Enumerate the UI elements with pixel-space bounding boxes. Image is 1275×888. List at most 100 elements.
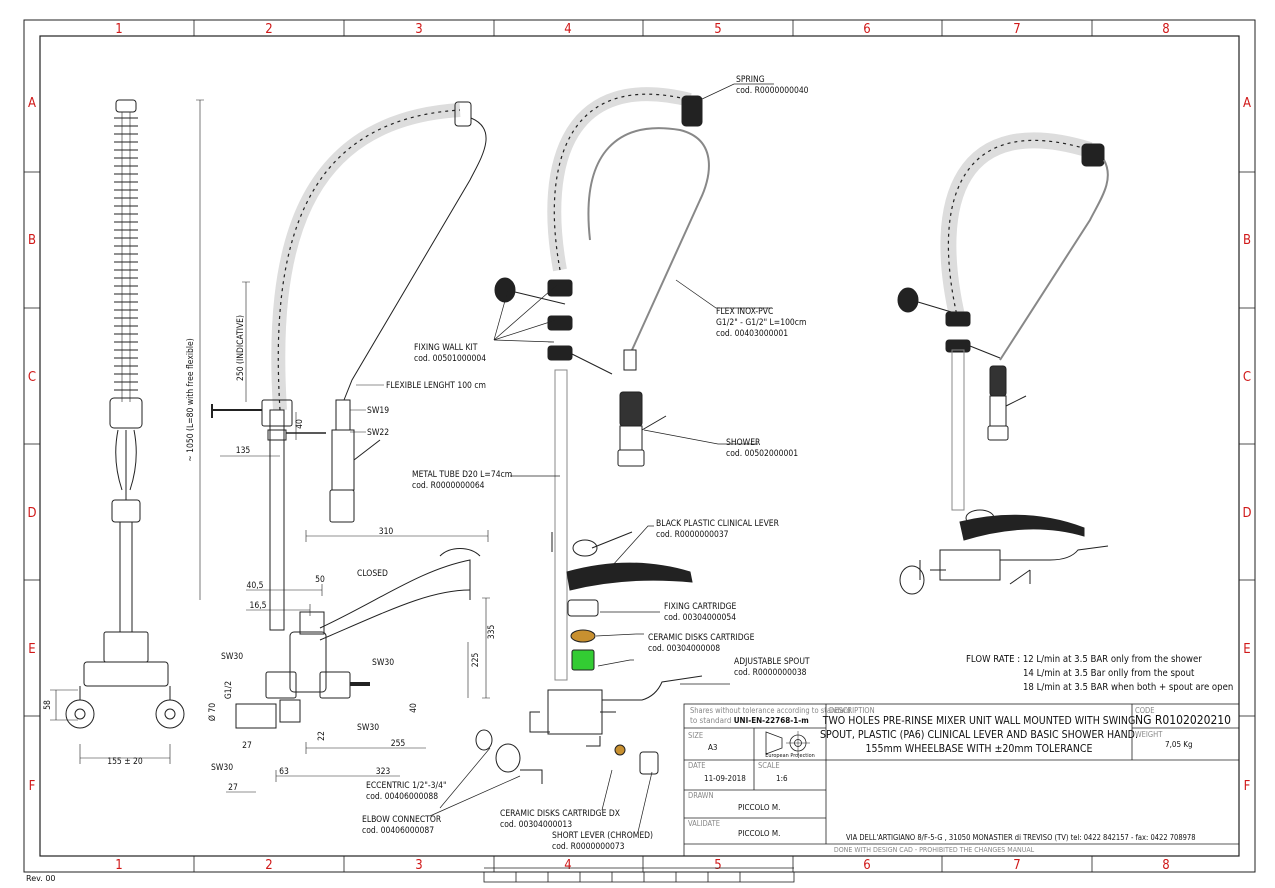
zone-row-a: A <box>28 96 36 111</box>
dim-side-height: 58 <box>43 700 53 710</box>
dim-d70: Ø 70 <box>207 703 218 721</box>
dim-335: 335 <box>487 625 497 640</box>
dim-50: 50 <box>315 575 325 585</box>
description-line-2: SPOUT, PLASTIC (PA6) CLINICAL LEVER AND … <box>820 729 1138 741</box>
dim-g12: G1/2 <box>224 681 234 699</box>
isometric-view-drawing <box>897 132 1109 595</box>
callout-eccentric-code: cod. 00406000088 <box>366 792 438 802</box>
callout-fixing-cartridge-code: cod. 00304000054 <box>664 613 736 623</box>
label-sw30-d: SW30 <box>211 763 233 773</box>
flow-rate-line-3: 18 L/min at 3.5 BAR when both + spout ar… <box>1023 682 1233 693</box>
zone-grid <box>24 20 1255 872</box>
zone-col-2: 2 <box>265 858 272 873</box>
zone-row-e: E <box>28 642 35 657</box>
zone-col-5: 5 <box>714 22 721 37</box>
zone-col-8: 8 <box>1162 858 1169 873</box>
zone-row-d: D <box>1242 506 1251 521</box>
zone-col-6: 6 <box>863 22 870 37</box>
zone-col-3: 3 <box>415 22 422 37</box>
title-block <box>483 703 1240 883</box>
callout-eccentric-name: ECCENTRIC 1/2"-3/4" <box>366 781 446 791</box>
callout-spring-name: SPRING <box>736 75 765 85</box>
callout-shower-code: cod. 00502000001 <box>726 449 798 459</box>
dim-40b: 40 <box>409 703 419 713</box>
zone-row-d: D <box>27 506 36 521</box>
drawn-label: DRAWN <box>688 791 714 800</box>
weight-value: 7,05 Kg <box>1165 740 1193 749</box>
callout-adjustable-spout-name: ADJUSTABLE SPOUT <box>734 657 810 667</box>
date-value: 11-09-2018 <box>704 774 746 783</box>
revision-label: Rev. 00 <box>26 874 56 883</box>
zone-col-7: 7 <box>1013 22 1020 37</box>
zone-row-c: C <box>1243 370 1251 385</box>
label-flexible-length: FLEXIBLE LENGHT 100 cm <box>386 381 486 391</box>
product-code: NG R0102020210 <box>1135 713 1231 727</box>
description-line-3: 155mm WHEELBASE WITH ±20mm TOLERANCE <box>866 743 1093 755</box>
callout-adjustable-spout-code: cod. R0000000038 <box>734 668 807 678</box>
label-sw30-c: SW30 <box>357 723 379 733</box>
front-view-drawing <box>196 99 490 793</box>
description-label: DESCRIPTION <box>829 706 875 715</box>
zone-labels-right: A B C D E F <box>1242 96 1251 794</box>
callout-elbow-code: cod. 00406000087 <box>362 826 434 836</box>
flow-rate-line-2: 14 L/min at 3.5 Bar onlly from the spout <box>1023 668 1195 679</box>
weight-label: WEIGHT <box>1135 730 1163 739</box>
dim-255: 255 <box>391 739 406 749</box>
zone-row-f: F <box>1244 779 1251 794</box>
zone-col-8: 8 <box>1162 22 1169 37</box>
callout-ceramic-dx-name: CERAMIC DISKS CARTRIDGE DX <box>500 809 620 819</box>
dim-22: 22 <box>317 731 327 741</box>
dim-225: 225 <box>471 653 481 668</box>
dim-310: 310 <box>379 527 394 537</box>
callout-flex-code: cod. 00403000001 <box>716 329 788 339</box>
projection-label: European Projection <box>765 753 815 759</box>
dim-27b: 27 <box>228 783 238 793</box>
zone-row-b: B <box>1243 233 1251 248</box>
label-sw30-b: SW30 <box>372 658 394 668</box>
dim-16-5: 16,5 <box>249 601 266 611</box>
dim-27a: 27 <box>242 741 252 751</box>
date-label: DATE <box>688 761 705 770</box>
label-closed: CLOSED <box>357 569 388 579</box>
callout-leaders <box>429 83 774 833</box>
zone-col-2: 2 <box>265 22 272 37</box>
validate-label: VALIDATE <box>688 819 720 828</box>
callout-short-lever-name: SHORT LEVER (CHROMED) <box>552 831 653 841</box>
callout-wall-kit-name: FIXING WALL KIT <box>414 343 478 353</box>
validate-value: PICCOLO M. <box>738 829 780 838</box>
zone-col-3: 3 <box>415 858 422 873</box>
callout-metal-tube-code: cod. R0000000064 <box>412 481 485 491</box>
zone-row-f: F <box>29 779 36 794</box>
scale-label: SCALE <box>758 761 780 770</box>
callout-flex-name: FLEX INOX-PVC <box>716 307 773 317</box>
code-label: CODE <box>1135 706 1154 715</box>
callout-ceramic-cartridge-name: CERAMIC DISKS CARTRIDGE <box>648 633 755 643</box>
tolerance-note: Shares without tolerance according to st… <box>690 706 851 715</box>
dim-height-total: ~ 1050 (L=80 with free flexible) <box>186 338 196 461</box>
callout-black-lever-code: cod. R0000000037 <box>656 530 729 540</box>
callout-metal-tube-name: METAL TUBE D20 L=74cm <box>412 470 512 480</box>
zone-col-1: 1 <box>115 858 122 873</box>
callout-black-lever-name: BLACK PLASTIC CLINICAL LEVER <box>656 519 780 529</box>
callout-short-lever-code: cod. R0000000073 <box>552 842 625 852</box>
company-address: VIA DELL'ARTIGIANO 8/F-5-G , 31050 MONAS… <box>846 833 1196 842</box>
zone-col-7: 7 <box>1013 858 1020 873</box>
footer-note: DONE WITH DESIGN CAD - PROHIBITED THE CH… <box>834 846 1035 854</box>
zone-col-5: 5 <box>714 858 721 873</box>
callout-ceramic-dx-code: cod. 00304000013 <box>500 820 572 830</box>
callout-ceramic-cartridge-code: cod. 00304000008 <box>648 644 720 654</box>
dim-indicative: 250 (INDICATIVE) <box>236 315 246 381</box>
zone-row-e: E <box>1243 642 1250 657</box>
zone-col-4: 4 <box>564 858 571 873</box>
dim-40: 40 <box>295 419 305 429</box>
dim-40-5: 40,5 <box>246 581 263 591</box>
size-label: SIZE <box>688 731 703 740</box>
zone-labels-bottom: 1 2 3 4 5 6 7 8 <box>115 858 1169 873</box>
drawn-value: PICCOLO M. <box>738 803 780 812</box>
callout-spring-code: cod. R0000000040 <box>736 86 809 96</box>
callout-shower-name: SHOWER <box>726 438 761 448</box>
size-value: A3 <box>708 743 718 752</box>
dim-323: 323 <box>376 767 391 777</box>
label-sw19: SW19 <box>367 406 389 416</box>
